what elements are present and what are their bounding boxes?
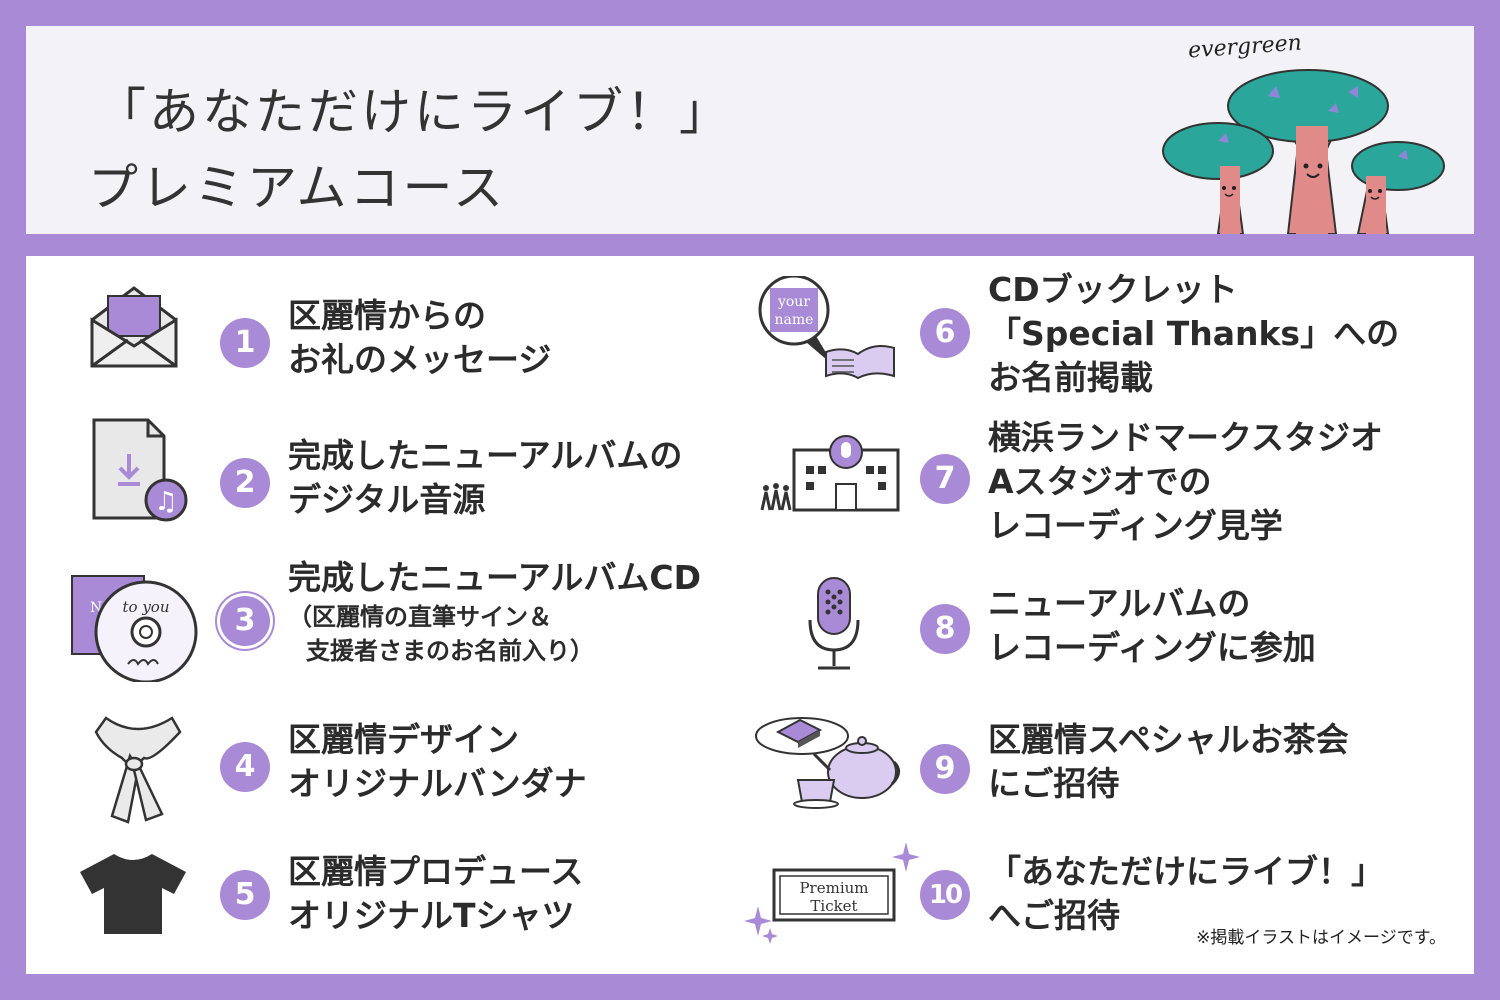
booklet-icon: your name — [758, 276, 895, 380]
envelope-icon — [90, 286, 178, 368]
header-panel: 「あなただけにライブ！」 プレミアムコース evergreen — [26, 26, 1474, 234]
item-7-line3: レコーディング見学 — [988, 506, 1283, 545]
item-3-number: 3 — [220, 596, 270, 646]
item-7-line2: Aスタジオでの — [988, 462, 1212, 501]
ticket-icon: Premium Ticket — [744, 842, 920, 944]
item-7-line1: 横浜ランドマークスタジオ — [988, 418, 1384, 457]
disclaimer-note: ※掲載イラストはイメージです。 — [1196, 928, 1446, 948]
item-2-line2: デジタル音源 — [288, 480, 486, 519]
item-5-line2: オリジナルTシャツ — [288, 896, 575, 935]
item-1-number: 1 — [220, 318, 270, 368]
item-1-line1: 区麗情からの — [288, 296, 486, 335]
digital-file-icon: ♫ — [92, 418, 188, 522]
item-8-line1: ニューアルバムの — [988, 584, 1251, 623]
item-6-line2: 「Special Thanks」への — [988, 314, 1400, 353]
item-6-line1: CDブックレット — [988, 270, 1238, 309]
content-panel: 1 区麗情からの お礼のメッセージ ♫ 2 完成したニューアルバムの デジタル音… — [26, 256, 1474, 974]
cd-icon: New Al to you — [71, 575, 198, 682]
item-2-line1: 完成したニューアルバムの — [288, 436, 683, 475]
item-1-line2: お礼のメッセージ — [288, 340, 552, 379]
svg-text:♫: ♫ — [154, 487, 177, 517]
logo-text: evergreen — [1187, 31, 1302, 64]
bubble-line1: your — [777, 294, 810, 310]
item-4-number: 4 — [220, 742, 270, 792]
item-4-line1: 区麗情デザイン — [288, 720, 519, 759]
item-6-line3: お名前掲載 — [988, 358, 1153, 397]
item-8-line2: レコーディングに参加 — [988, 628, 1316, 667]
studio-icon — [760, 435, 900, 512]
item-10-line1: 「あなただけにライブ！」 — [988, 852, 1384, 891]
item-8-number: 8 — [920, 604, 970, 654]
item-10-number: 10 — [920, 870, 970, 920]
item-9-line2: にご招待 — [988, 764, 1120, 803]
item-2-number: 2 — [220, 458, 270, 508]
item-9-line1: 区麗情スペシャルお茶会 — [988, 720, 1349, 759]
microphone-icon — [808, 577, 860, 670]
item-6-number: 6 — [920, 308, 970, 358]
item-10-line2: へご招待 — [988, 896, 1120, 935]
item-5-line1: 区麗情プロデュース — [288, 852, 584, 891]
item-5-number: 5 — [220, 870, 270, 920]
cd-label-text: to you — [123, 598, 170, 616]
ticket-line1: Premium — [799, 879, 868, 897]
item-3-sub1: （区麗情の直筆サイン＆ — [288, 603, 552, 631]
page-title: 「あなただけにライブ！」 — [96, 83, 732, 141]
evergreen-logo: evergreen — [1162, 31, 1445, 234]
page-subtitle: プレミアムコース — [88, 159, 506, 217]
item-4-line2: オリジナルバンダナ — [288, 764, 587, 803]
item-7-number: 7 — [920, 454, 970, 504]
bubble-line2: name — [775, 312, 814, 328]
bandana-icon — [94, 716, 182, 824]
tshirt-icon — [80, 854, 186, 934]
ticket-line2: Ticket — [810, 897, 857, 915]
item-3-line1: 完成したニューアルバムCD — [288, 558, 701, 597]
item-9-number: 9 — [920, 744, 970, 794]
item-3-sub2: 支援者さまのお名前入り） — [306, 637, 594, 665]
teapot-icon — [755, 717, 900, 809]
